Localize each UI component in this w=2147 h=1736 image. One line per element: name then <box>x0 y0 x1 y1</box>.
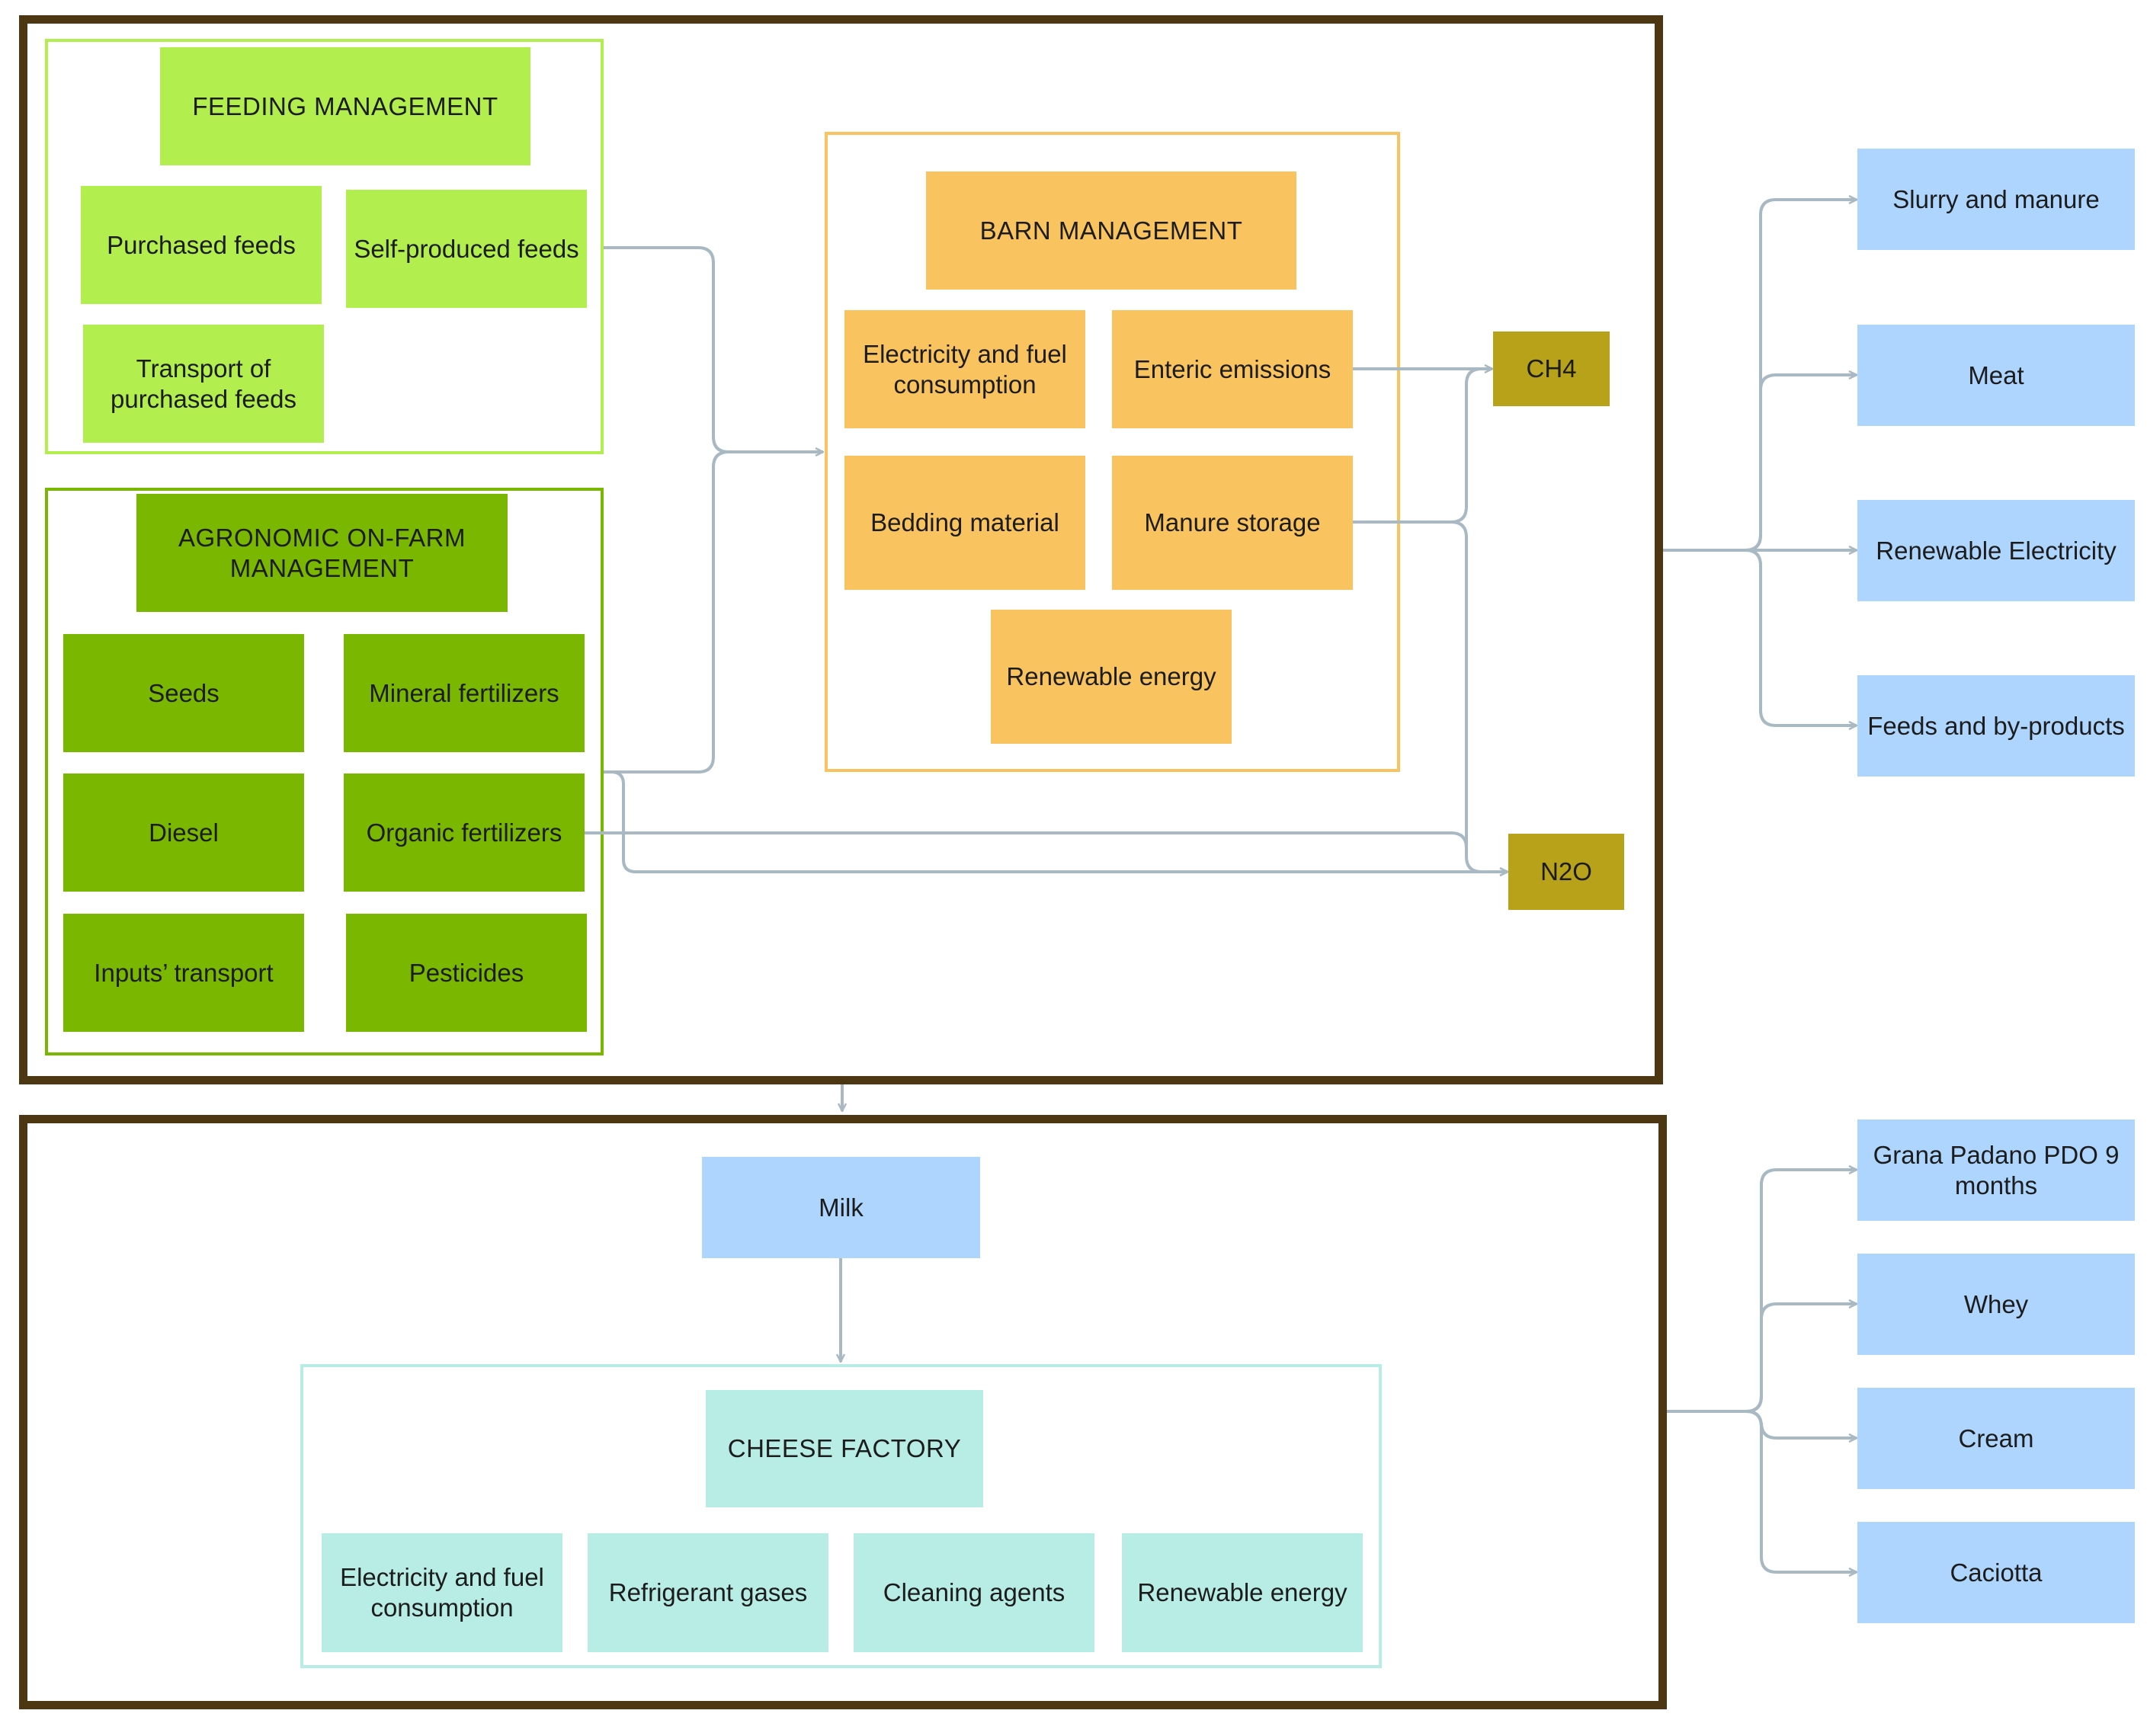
barn-electricity-fuel-box: Electricity and fuel consumption <box>844 310 1085 428</box>
self-produced-feeds-box: Self-produced feeds <box>346 190 587 308</box>
organic-fertilizers-to-n2o-arrow <box>584 831 1468 857</box>
pesticides-box: Pesticides <box>346 914 587 1032</box>
slurry-manure-output-box: Slurry and manure <box>1857 149 2135 250</box>
manure-to-ch4-arrow <box>1352 367 1492 524</box>
farm-to-meat-arrow <box>1745 375 1857 552</box>
farm-to-feeds-byproducts-arrow <box>1745 549 1857 725</box>
farm-system-frame <box>19 15 1663 1084</box>
seeds-box: Seeds <box>63 634 304 752</box>
manure-storage-box: Manure storage <box>1112 456 1353 590</box>
feeding-management-header: FEEDING MANAGEMENT <box>160 47 530 165</box>
milk-box: Milk <box>702 1157 980 1258</box>
dairy-to-caciotta-arrow <box>1745 1410 1857 1572</box>
cheese-factory-group <box>300 1364 1382 1668</box>
purchased-feeds-box: Purchased feeds <box>81 186 322 304</box>
transport-purchased-feeds-box: Transport of purchased feeds <box>83 325 324 443</box>
feeding-management-group <box>45 39 604 454</box>
cream-output-box: Cream <box>1857 1388 2135 1489</box>
barn-management-group <box>825 132 1400 772</box>
agronomic-management-header: AGRONOMIC ON-FARM MANAGEMENT <box>136 494 508 612</box>
dairy-system-frame <box>19 1115 1667 1709</box>
dairy-to-whey-arrow <box>1745 1304 1857 1413</box>
bedding-material-box: Bedding material <box>844 456 1085 590</box>
cheese-renewable-energy-box: Renewable energy <box>1122 1533 1363 1652</box>
whey-output-box: Whey <box>1857 1254 2135 1355</box>
cheese-electricity-fuel-box: Electricity and fuel consumption <box>322 1533 562 1652</box>
renewable-electricity-output-box: Renewable Electricity <box>1857 500 2135 601</box>
meat-output-box: Meat <box>1857 325 2135 426</box>
agronomic-to-n2o-arrow <box>604 770 1508 872</box>
barn-management-header: BARN MANAGEMENT <box>926 171 1296 290</box>
feeding-to-barn-arrow <box>604 246 823 452</box>
n2o-emission-box: N2O <box>1508 834 1624 910</box>
inputs-transport-box: Inputs’ transport <box>63 914 304 1032</box>
feeds-byproducts-output-box: Feeds and by-products <box>1857 675 2135 777</box>
caciotta-output-box: Caciotta <box>1857 1522 2135 1623</box>
enteric-emissions-box: Enteric emissions <box>1112 310 1353 428</box>
ch4-emission-box: CH4 <box>1493 332 1610 406</box>
cleaning-agents-box: Cleaning agents <box>854 1533 1094 1652</box>
cheese-factory-header: CHEESE FACTORY <box>706 1390 983 1507</box>
barn-renewable-energy-box: Renewable energy <box>991 610 1232 744</box>
organic-fertilizers-box: Organic fertilizers <box>344 774 585 892</box>
refrigerant-gases-box: Refrigerant gases <box>588 1533 828 1652</box>
grana-padano-output-box: Grana Padano PDO 9 months <box>1857 1119 2135 1221</box>
mineral-fertilizers-box: Mineral fertilizers <box>344 634 585 752</box>
diesel-box: Diesel <box>63 774 304 892</box>
manure-to-n2o-arrow <box>1450 520 1508 872</box>
agronomic-management-group <box>45 488 604 1055</box>
agronomic-to-barn-arrow <box>604 450 823 774</box>
